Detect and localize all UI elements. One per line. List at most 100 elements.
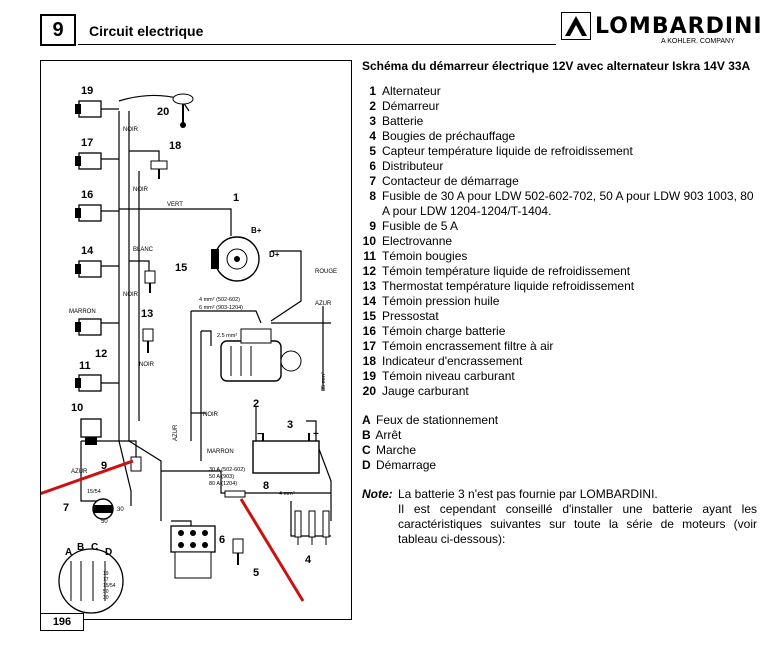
wire-noir-3: NOIR bbox=[123, 292, 139, 298]
legend-item: 20 Jauge carburant bbox=[362, 384, 757, 399]
switch-letter-b: B bbox=[77, 542, 84, 553]
battery-3: − + bbox=[252, 429, 320, 474]
legend-num: 2 bbox=[369, 99, 376, 113]
switch-positions-inset: A B C D 19 17 15/54 50 30 bbox=[58, 542, 124, 614]
fuel-gauge-20 bbox=[172, 93, 194, 128]
fuel-level-lamp-19 bbox=[75, 100, 102, 118]
switch-letter-c: C bbox=[91, 542, 98, 553]
label-7: 7 bbox=[63, 502, 69, 514]
switch-letter: C bbox=[362, 443, 371, 457]
legend-text: Témoin encrassement filtre à air bbox=[382, 339, 554, 353]
legend-num: 7 bbox=[369, 174, 376, 188]
label-17: 17 bbox=[81, 137, 93, 149]
legend-num: 9 bbox=[369, 219, 376, 233]
legend-text: Indicateur d'encrassement bbox=[382, 354, 523, 368]
legend-text: Témoin charge batterie bbox=[382, 324, 506, 338]
legend-text: Pressostat bbox=[382, 309, 439, 323]
legend-num: 4 bbox=[369, 129, 376, 143]
label-6: 6 bbox=[219, 534, 225, 546]
legend-text: Jauge carburant bbox=[382, 384, 469, 398]
wire-size-a: 4 mm² (502-602) bbox=[199, 297, 240, 303]
battery-note: Note: La batterie 3 n'est pas fournie pa… bbox=[362, 487, 757, 547]
label-2: 2 bbox=[253, 398, 259, 410]
legend-panel: Schéma du démarreur électrique 12V avec … bbox=[362, 58, 757, 547]
alternator-1 bbox=[211, 236, 260, 282]
terminal-15-54: 15/54 bbox=[87, 489, 101, 495]
page-number: 196 bbox=[40, 613, 84, 631]
fuse-spec-80: 80 A (1204) bbox=[209, 481, 237, 487]
legend-num: 20 bbox=[362, 384, 376, 398]
switch-text: Marche bbox=[376, 443, 417, 457]
label-8: 8 bbox=[263, 480, 269, 492]
wire-azur-1: AZUR bbox=[71, 469, 88, 475]
switch-term-50: 50 bbox=[103, 589, 109, 595]
wire-rouge: ROUGE bbox=[315, 269, 337, 275]
svg-text:+: + bbox=[313, 429, 319, 440]
legend-item: 7 Contacteur de démarrage bbox=[362, 174, 757, 189]
legend-item: 11 Témoin bougies bbox=[362, 249, 757, 264]
switch-term-30: 30 bbox=[103, 595, 109, 601]
legend-num: 11 bbox=[363, 249, 376, 263]
wire-size-4: 4 mm² bbox=[279, 491, 295, 497]
label-15: 15 bbox=[175, 262, 187, 274]
terminal-d-plus: D+ bbox=[269, 250, 280, 259]
chapter-number: 9 bbox=[40, 14, 76, 46]
pressure-switch-15 bbox=[144, 270, 156, 293]
legend-num: 5 bbox=[369, 144, 376, 158]
header-rule bbox=[78, 44, 556, 45]
legend-text: Fusible de 5 A bbox=[382, 219, 459, 233]
label-13: 13 bbox=[141, 308, 153, 320]
main-fuse-8 bbox=[224, 490, 246, 498]
label-14: 14 bbox=[81, 245, 94, 257]
glow-plug-lamp-11 bbox=[75, 374, 102, 392]
chapter-title: Circuit electrique bbox=[89, 23, 204, 39]
legend-text: Témoin pression huile bbox=[382, 294, 500, 308]
switch-item: C Marche bbox=[362, 443, 757, 458]
label-20: 20 bbox=[157, 106, 169, 118]
switch-term-19: 19 bbox=[103, 571, 109, 577]
legend-num: 18 bbox=[362, 354, 376, 368]
legend-text: Témoin bougies bbox=[382, 249, 468, 263]
legend-num: 15 bbox=[362, 309, 376, 323]
brand-subtitle: A KOHLER. COMPANY bbox=[661, 38, 735, 45]
legend-item: 2 Démarreur bbox=[362, 99, 757, 114]
label-19: 19 bbox=[81, 85, 93, 97]
switch-position-legend: A Feux de stationnement B Arrêt C Marche… bbox=[362, 413, 757, 473]
coolant-sensor-5 bbox=[232, 538, 244, 565]
fuse-spec-30: 30 A (502-602) bbox=[209, 467, 245, 473]
legend-item: 9 Fusible de 5 A bbox=[362, 219, 757, 234]
switch-term-15: 15/54 bbox=[103, 583, 116, 589]
wiring-diagram: 19 20 NOIR 17 18 NOIR 16 VERT 1 B+ D+ RO… bbox=[30, 60, 352, 620]
label-4: 4 bbox=[305, 554, 312, 566]
legend-item: 18 Indicateur d'encrassement bbox=[362, 354, 757, 369]
legend-num: 1 bbox=[369, 84, 376, 98]
legend-text: Démarreur bbox=[382, 99, 440, 113]
legend-item: 1 Alternateur bbox=[362, 84, 757, 99]
diagram-title: Schéma du démarreur électrique 12V avec … bbox=[362, 59, 751, 73]
svg-text:−: − bbox=[257, 429, 263, 440]
label-18: 18 bbox=[169, 140, 181, 152]
distributor-6 bbox=[170, 525, 216, 579]
wire-marron-2: MARRON bbox=[207, 449, 234, 455]
switch-letter: D bbox=[362, 458, 371, 472]
switch-item: A Feux de stationnement bbox=[362, 413, 757, 428]
oil-pressure-lamp-14 bbox=[75, 260, 102, 278]
legend-text: Contacteur de démarrage bbox=[382, 174, 519, 188]
red-arrow-right bbox=[239, 498, 305, 602]
wire-blanc: BLANC bbox=[133, 247, 154, 253]
legend-text: Thermostat température liquide refroidis… bbox=[382, 279, 635, 293]
legend-num: 6 bbox=[369, 159, 376, 173]
note-line-2: Il est cependant conseillé d'installer u… bbox=[398, 502, 757, 546]
wire-noir-2: NOIR bbox=[133, 187, 149, 193]
label-12: 12 bbox=[95, 348, 107, 360]
wire-size-25: 2.5 mm² bbox=[217, 333, 237, 339]
legend-text: Alternateur bbox=[382, 84, 441, 98]
